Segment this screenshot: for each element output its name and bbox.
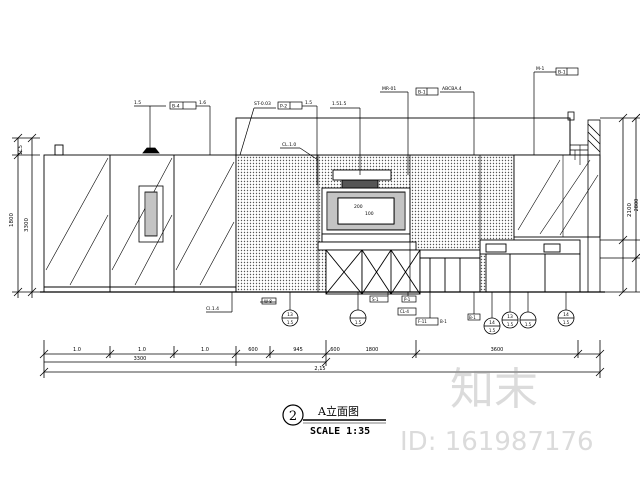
circle-tag-1-bottom: 1.5 [287,320,294,325]
callout-bottom-5: CL-4 [400,309,409,314]
callout-top-6: ABCBA.4 [442,86,462,92]
dim-right-a: 2100 [627,203,633,217]
callout-bottom-1: F-11 [418,319,427,324]
dim-bottom-6: 600 [330,347,340,353]
dim-bottom-3: 1.0 [201,347,209,353]
bottom-dimension-chain [39,340,605,378]
drawing-title: A立面图 [317,404,359,418]
dim-bottom-4: 600 [248,347,258,353]
callout-top-3: 1.51.5 [332,101,346,107]
watermark-brand: 知末 [450,364,538,415]
dim-bottom-5: 945 [293,347,303,353]
top-callouts [134,67,579,185]
cabinet-label-2: 100 [365,211,374,217]
callout-bottom-4: S-1 [372,297,379,302]
central-cabinet [317,169,417,251]
circle-tag-3-bottom: 1.5 [489,328,496,333]
dim-bottom-row2-a: 3300 [134,356,147,362]
ceiling-bulkhead [235,117,571,156]
callout-mid-1: CL.1.0 [282,142,296,148]
glass-panel-wall [43,144,237,293]
circle-tag-2-bottom: 1.5 [355,320,362,325]
dim-bottom-2: 1.0 [138,347,146,353]
callout-bottom-6: P-1 [404,297,411,302]
callout-left-1-box: W-8 [264,299,272,304]
right-dimension-chain [600,113,640,297]
circle-tag-3-top: 14 [489,320,495,326]
callout-top-2-box: P-2 [280,104,287,110]
callout-top-7: M-1 [536,66,545,72]
watermark-id: ID: 161987176 [400,427,594,457]
right-mirror-panel [513,145,601,238]
circle-tag-1-top: 13 [287,312,293,318]
circle-tag-4-top: 13 [507,314,513,320]
callout-top-4: MR-01 [382,86,396,92]
callout-top-1-box: B-4 [172,104,180,110]
base-cabinets [325,239,581,295]
dim-left-mid: 1800 [9,213,15,227]
circle-tag-6-bottom: 1.5 [563,320,570,325]
dim-right-b: 2800 [634,199,640,212]
callout-bottom-7: B-1 [469,315,476,320]
dim-bottom-8: 3600 [491,347,504,353]
callout-bottom-1-box: B-1 [440,319,447,324]
bottom-callouts [206,292,567,326]
callout-top-7-box: B-1 [558,70,566,76]
drawing-number-circle [282,404,304,426]
dim-bottom-1: 1.0 [73,347,81,353]
drawing-number: 2 [289,409,297,424]
sconce-fixture [142,147,160,154]
feature-wall-joints [317,155,481,292]
dim-left-top: 1C5 [18,145,24,155]
circle-tag-6-top: 14 [563,312,569,318]
callout-top-2: ST-0.03 [254,101,271,107]
circle-tags [281,309,575,335]
callout-top-1: 1.5 [134,100,141,106]
callout-top-4-box: B-1 [418,90,426,96]
drawing-scale: SCALE 1:35 [310,426,370,437]
wall-plaque [138,185,164,243]
callout-top-2-tag: 1.5 [305,100,312,106]
circle-tag-5-bottom: 1.5 [525,322,532,327]
callout-top-1-tag: 1.6 [199,100,206,106]
callout-left-1: Cl.1.4 [206,306,219,312]
watermark: 知末 ID: 161987176 [400,364,594,457]
drawing-title-block [282,404,386,426]
dim-bottom-7: 1800 [366,347,379,353]
cabinet-label-1: 200 [354,204,363,210]
dim-left-main: 3300 [24,218,30,232]
circle-tag-4-bottom: 1.5 [507,322,514,327]
dim-bottom-total: 2,15 [314,366,325,372]
left-dimension-chain [12,133,40,298]
